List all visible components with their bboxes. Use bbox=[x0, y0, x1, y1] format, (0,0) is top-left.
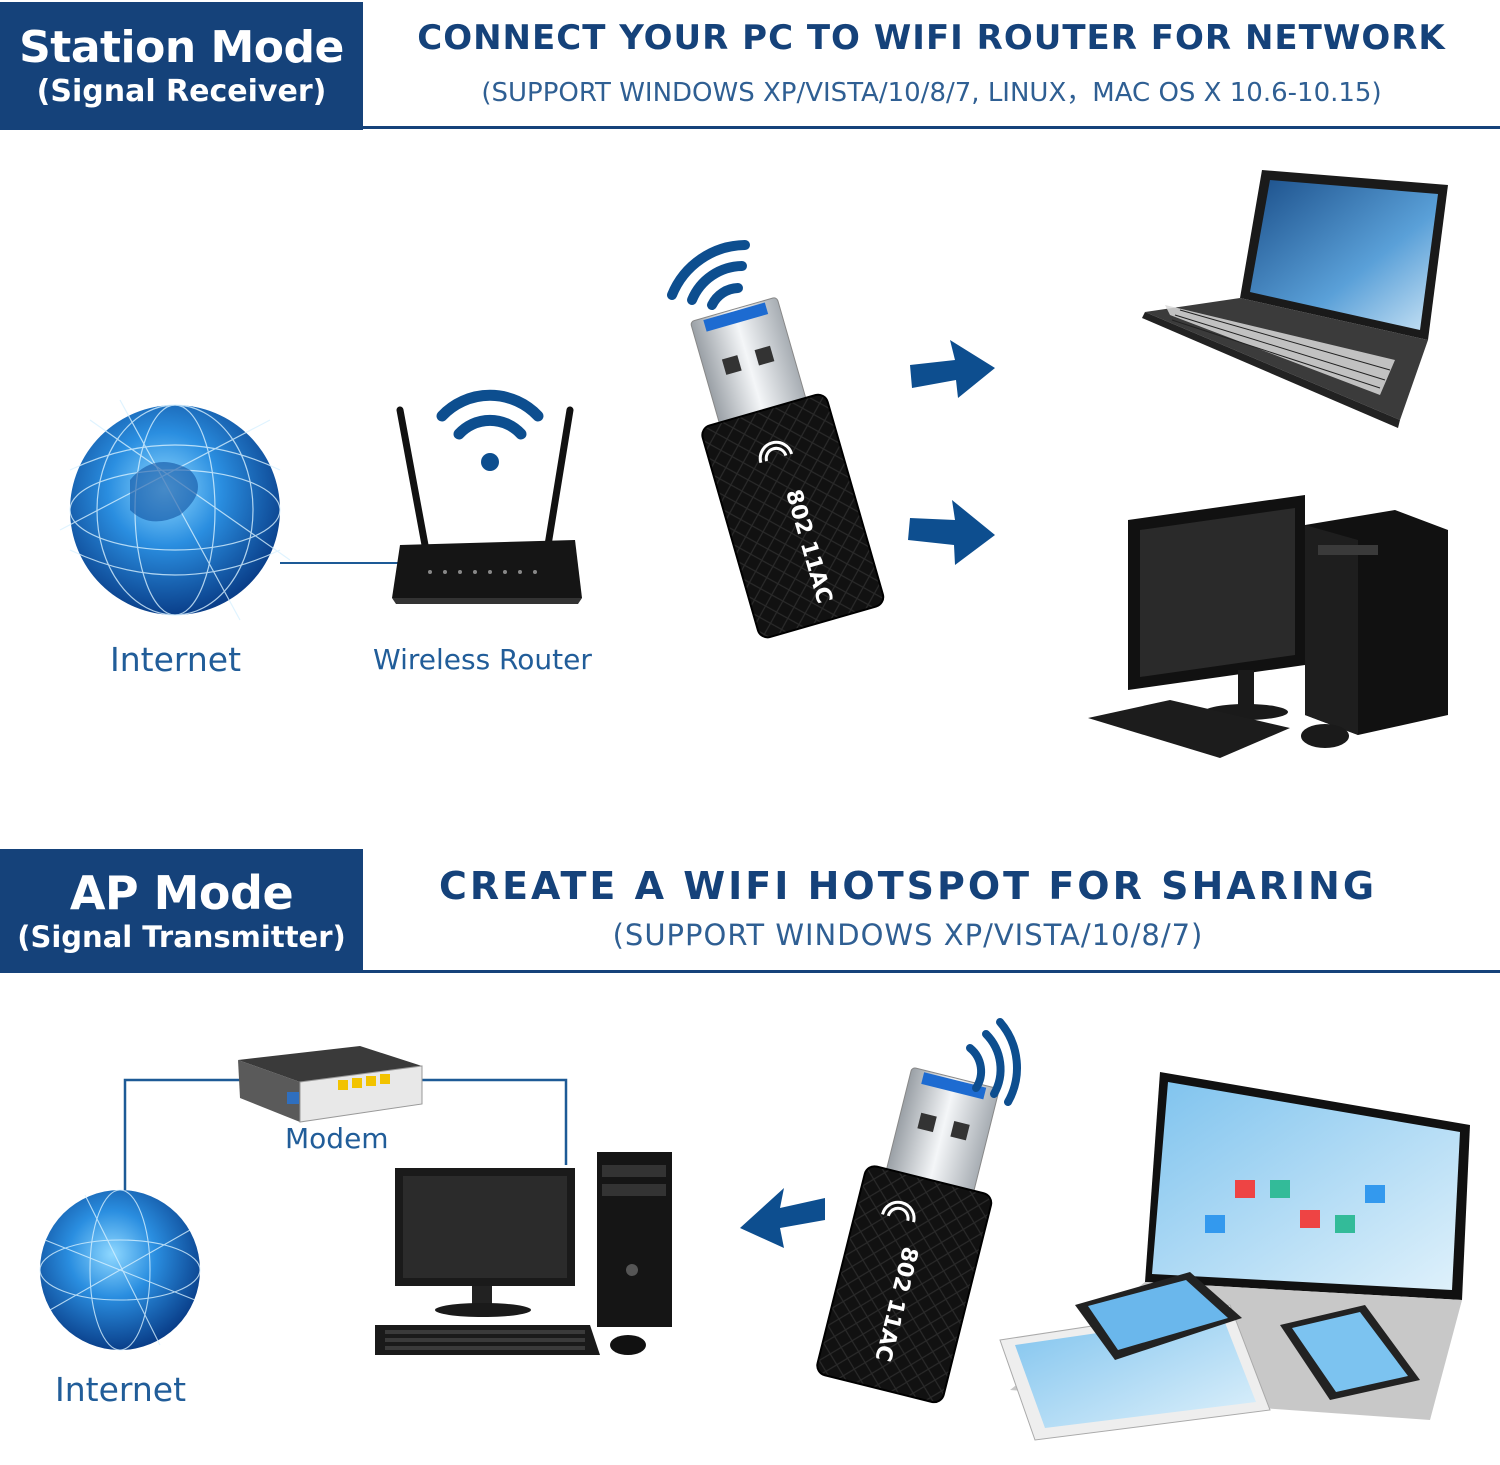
ap-mode-badge: AP Mode (Signal Transmitter) bbox=[0, 849, 363, 973]
ap-header-rule bbox=[363, 970, 1500, 973]
station-header-rule bbox=[363, 126, 1500, 129]
wifi-icon bbox=[436, 389, 544, 471]
station-mode-title: Station Mode bbox=[19, 22, 344, 73]
wifi-icon bbox=[966, 1018, 1021, 1106]
internet-label-ap: Internet bbox=[55, 1370, 187, 1409]
wifi-icon bbox=[667, 240, 750, 310]
modem-label: Modem bbox=[285, 1122, 389, 1155]
station-headline: CONNECT YOUR PC TO WIFI ROUTER FOR NETWO… bbox=[417, 18, 1446, 58]
ap-mode-subtitle: (Signal Transmitter) bbox=[17, 920, 346, 954]
globe-icon bbox=[59, 399, 291, 621]
router-icon bbox=[392, 406, 582, 604]
laptop-icon bbox=[1142, 170, 1448, 428]
devices-icon bbox=[999, 1072, 1470, 1441]
arrow-icon bbox=[910, 340, 995, 398]
internet-label-station: Internet bbox=[110, 640, 242, 679]
usb-adapter-icon: 802 11AC bbox=[690, 297, 885, 639]
ap-support-text: (SUPPORT WINDOWS XP/VISTA/10/8/7) bbox=[612, 918, 1204, 952]
usb-adapter-icon: 802 11AC bbox=[816, 1067, 999, 1404]
station-support-text: (SUPPORT WINDOWS XP/VISTA/10/8/7, LINUX，… bbox=[481, 78, 1382, 108]
ap-mode-title: AP Mode bbox=[69, 866, 294, 920]
globe-icon bbox=[39, 1189, 201, 1351]
internet-modem-link bbox=[123, 1078, 245, 1190]
arrow-icon bbox=[740, 1188, 825, 1248]
station-mode-badge: Station Mode (Signal Receiver) bbox=[0, 2, 363, 130]
station-mode-subtitle: (Signal Receiver) bbox=[36, 74, 327, 109]
modem-pc-link bbox=[420, 1078, 568, 1165]
arrow-icon bbox=[908, 500, 995, 565]
desktop-pc-icon bbox=[1088, 495, 1448, 758]
modem-icon bbox=[238, 1046, 423, 1123]
wireless-router-label: Wireless Router bbox=[373, 643, 592, 676]
ap-headline: CREATE A WIFI HOTSPOT FOR SHARING bbox=[438, 864, 1378, 908]
desktop-pc-icon bbox=[375, 1152, 672, 1355]
